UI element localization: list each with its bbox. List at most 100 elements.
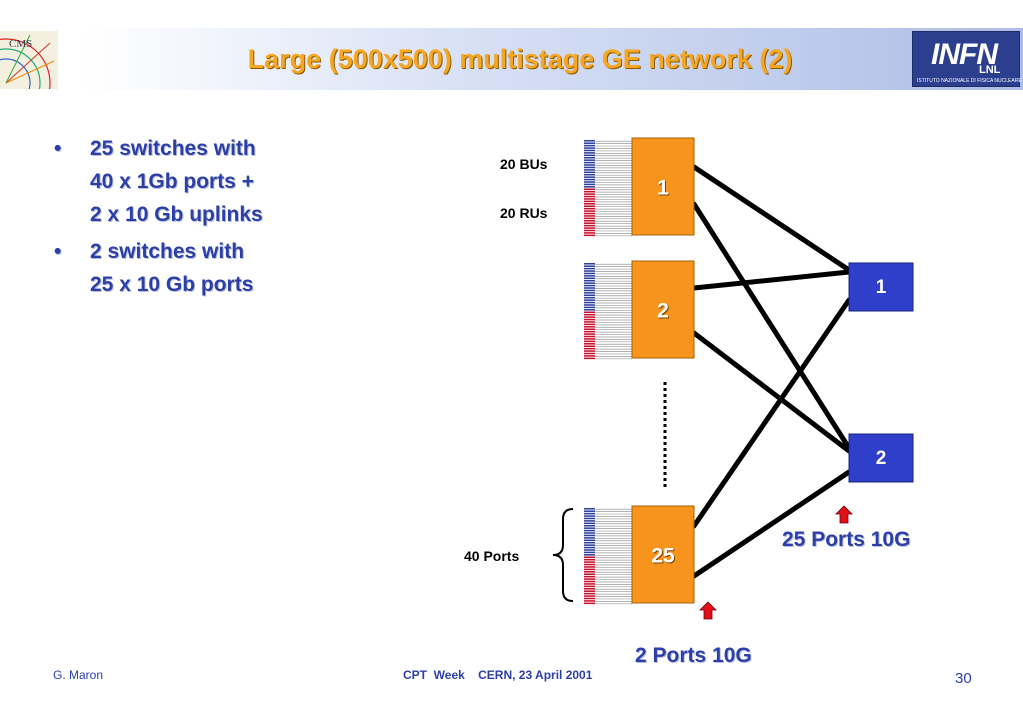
bu-port-edge-25 [584, 510, 595, 512]
slide-title: Large (500x500) multistage GE network (2… [247, 44, 793, 74]
bu-port-edge-25 [584, 515, 595, 517]
link-edge-1-core-2 [691, 201, 852, 451]
infn-logo-text: INFN [931, 38, 998, 71]
ru-port-edge-1 [584, 229, 595, 232]
ru-port-edge-1 [584, 198, 595, 200]
bullet-line: 2 switches with [90, 240, 245, 263]
bu-port-edge-1 [584, 183, 595, 186]
bu-port-edge-2 [584, 294, 595, 297]
ru-port-edge-2 [584, 357, 595, 360]
bu-port-edge-25 [584, 551, 595, 554]
ru-port-edge-25 [584, 571, 595, 573]
header-band [0, 28, 1023, 90]
bullet-line: 40 x 1Gb ports + [90, 170, 254, 193]
bu-port-edge-25 [584, 534, 595, 537]
bullet-line: 2 x 10 Gb uplinks [90, 203, 263, 226]
bu-port-edge-2 [584, 263, 595, 265]
bu-port-edge-1 [584, 169, 595, 171]
ru-port-edge-2 [584, 343, 595, 345]
ports-group [584, 140, 632, 605]
bu-port-edge-2 [584, 287, 595, 289]
footer-event: CPT Week CERN, 23 April 2001 [403, 668, 593, 682]
ru-port-edge-25 [584, 556, 595, 559]
bu-port-edge-2 [584, 270, 595, 272]
bu-port-edge-25 [584, 512, 595, 515]
ru-port-edge-1 [584, 193, 595, 195]
link-edge-2-core-2 [691, 330, 852, 454]
bullet-item: • 25 switches with 40 x 1Gb ports + 2 x … [52, 132, 352, 231]
ru-port-edge-1 [584, 220, 595, 222]
ru-port-edge-1 [584, 188, 595, 191]
ru-port-edge-1 [584, 203, 595, 205]
ru-port-edge-25 [584, 592, 595, 595]
bu-port-edge-2 [584, 301, 595, 304]
bu-port-edge-25 [584, 517, 595, 520]
ru-port-edge-25 [584, 590, 595, 592]
bu-port-edge-2 [584, 277, 595, 280]
bullet-dot: • [54, 137, 62, 160]
ru-port-edge-1 [584, 232, 595, 234]
up-arrow-edge [699, 601, 717, 620]
bu-port-edge-1 [584, 140, 595, 142]
lnl-logo-text: LNL [979, 64, 1001, 76]
bu-port-edge-2 [584, 292, 595, 294]
bu-port-edge-1 [584, 147, 595, 149]
bullet-line: 25 x 10 Gb ports [90, 273, 254, 296]
ru-port-edge-25 [584, 600, 595, 602]
bu-port-edge-2 [584, 275, 595, 277]
bu-port-edge-1 [584, 161, 595, 164]
up-arrow-core [835, 505, 853, 524]
bu-port-edge-25 [584, 532, 595, 534]
ru-port-edge-1 [584, 217, 595, 220]
ru-port-edge-1 [584, 215, 595, 217]
bu-port-edge-2 [584, 306, 595, 309]
ru-port-edge-25 [584, 585, 595, 588]
bu-port-edge-25 [584, 508, 595, 510]
ru-port-edge-2 [584, 323, 595, 326]
bu-port-edge-25 [584, 527, 595, 529]
ru-port-edge-2 [584, 311, 595, 314]
bu-port-edge-2 [584, 272, 595, 275]
ports-brace [552, 508, 574, 602]
bu-port-edge-25 [584, 541, 595, 544]
bu-port-edge-1 [584, 164, 595, 166]
ru-port-edge-2 [584, 330, 595, 333]
ports-25-10g-label: 25 Ports 10G [782, 528, 910, 551]
bu-port-edge-2 [584, 282, 595, 284]
link-edge-25-core-1 [691, 297, 852, 529]
ru-port-edge-2 [584, 326, 595, 328]
bu-port-edge-25 [584, 544, 595, 546]
ports-2-10g-label: 2 Ports 10G [635, 644, 752, 667]
ports-40-label: 40 Ports [464, 548, 519, 564]
ru-port-edge-1 [584, 234, 595, 237]
bu-port-edge-25 [584, 539, 595, 542]
bu-port-edge-1 [584, 186, 595, 188]
ru-port-edge-25 [584, 568, 595, 571]
bu-port-edge-2 [584, 267, 595, 270]
ru-port-edge-1 [584, 212, 595, 215]
edge-switch-1 [631, 137, 695, 236]
bu-port-edge-2 [584, 279, 595, 282]
bu-port-edge-2 [584, 304, 595, 306]
core-switch-label: 2 [876, 448, 887, 469]
bullet-item: • 2 switches with 25 x 10 Gb ports [52, 235, 352, 301]
ru-port-edge-1 [584, 200, 595, 203]
bu-port-edge-25 [584, 554, 595, 556]
ru-port-edge-2 [584, 318, 595, 321]
bu-port-edge-2 [584, 296, 595, 299]
ru-port-edge-2 [584, 338, 595, 340]
cms-logo: CMS [0, 31, 58, 89]
ru-port-edge-2 [584, 355, 595, 357]
ru-port-edge-2 [584, 340, 595, 343]
ru-port-edge-2 [584, 347, 595, 350]
bu-port-edge-1 [584, 154, 595, 157]
ru-port-edge-2 [584, 345, 595, 347]
ru-port-edge-2 [584, 316, 595, 318]
ru-port-edge-1 [584, 195, 595, 198]
ru-port-edge-1 [584, 210, 595, 212]
ru-port-edge-25 [584, 588, 595, 590]
cms-logo-text: CMS [9, 38, 32, 50]
bu-port-edge-1 [584, 166, 595, 169]
bu-port-edge-2 [584, 284, 595, 287]
